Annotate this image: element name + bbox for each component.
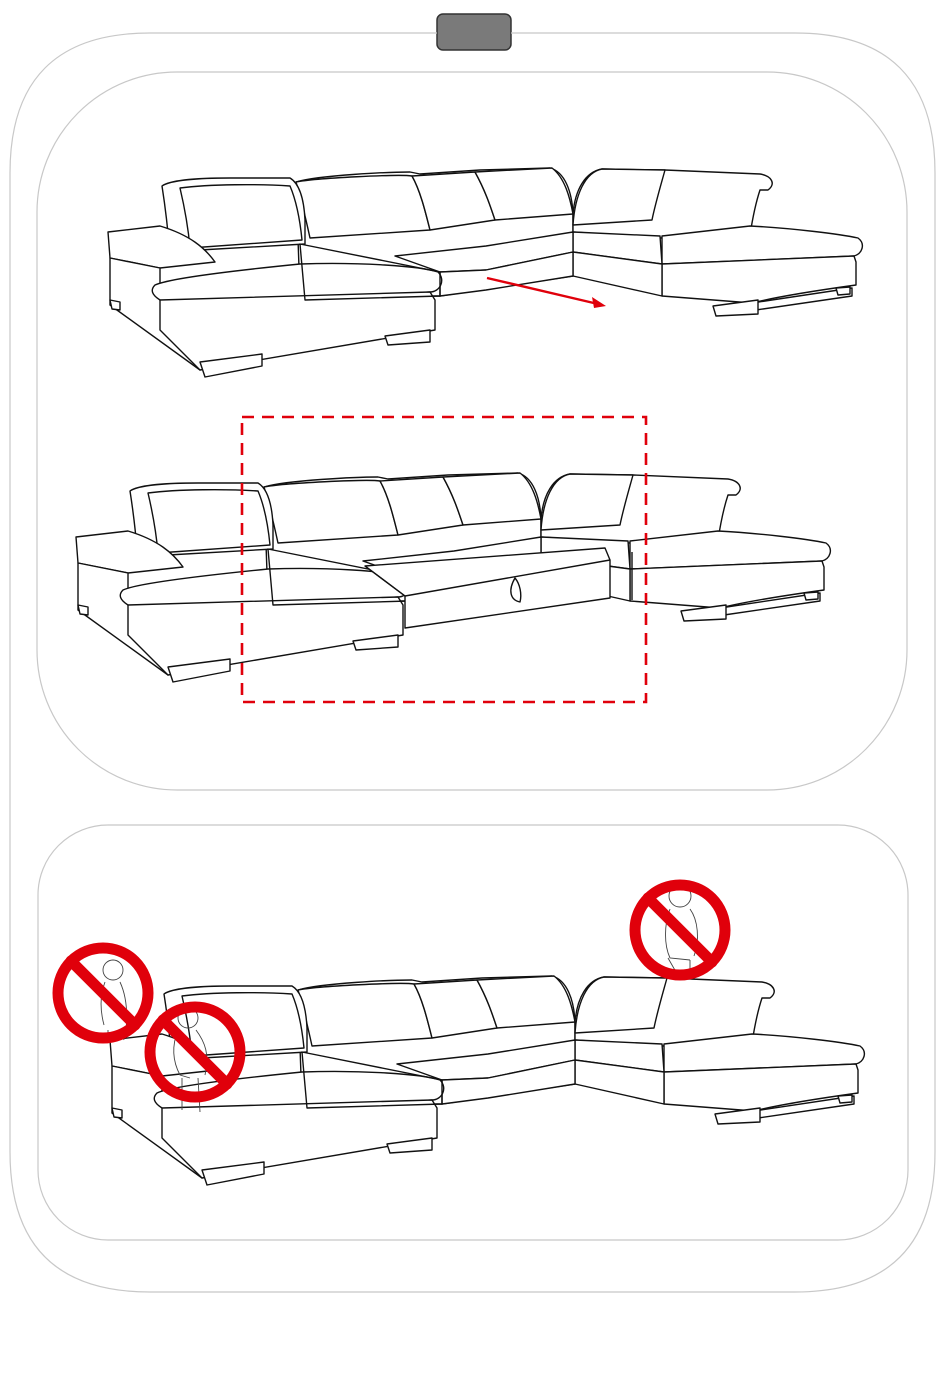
- arrow-right-icon: [487, 278, 606, 308]
- page-tab: [437, 14, 511, 50]
- prohibited-icon: [58, 948, 148, 1038]
- sofa-step-bed-extended: [76, 473, 830, 682]
- sofa-step-pull-out: [108, 168, 862, 377]
- prohibited-icon: [635, 885, 725, 975]
